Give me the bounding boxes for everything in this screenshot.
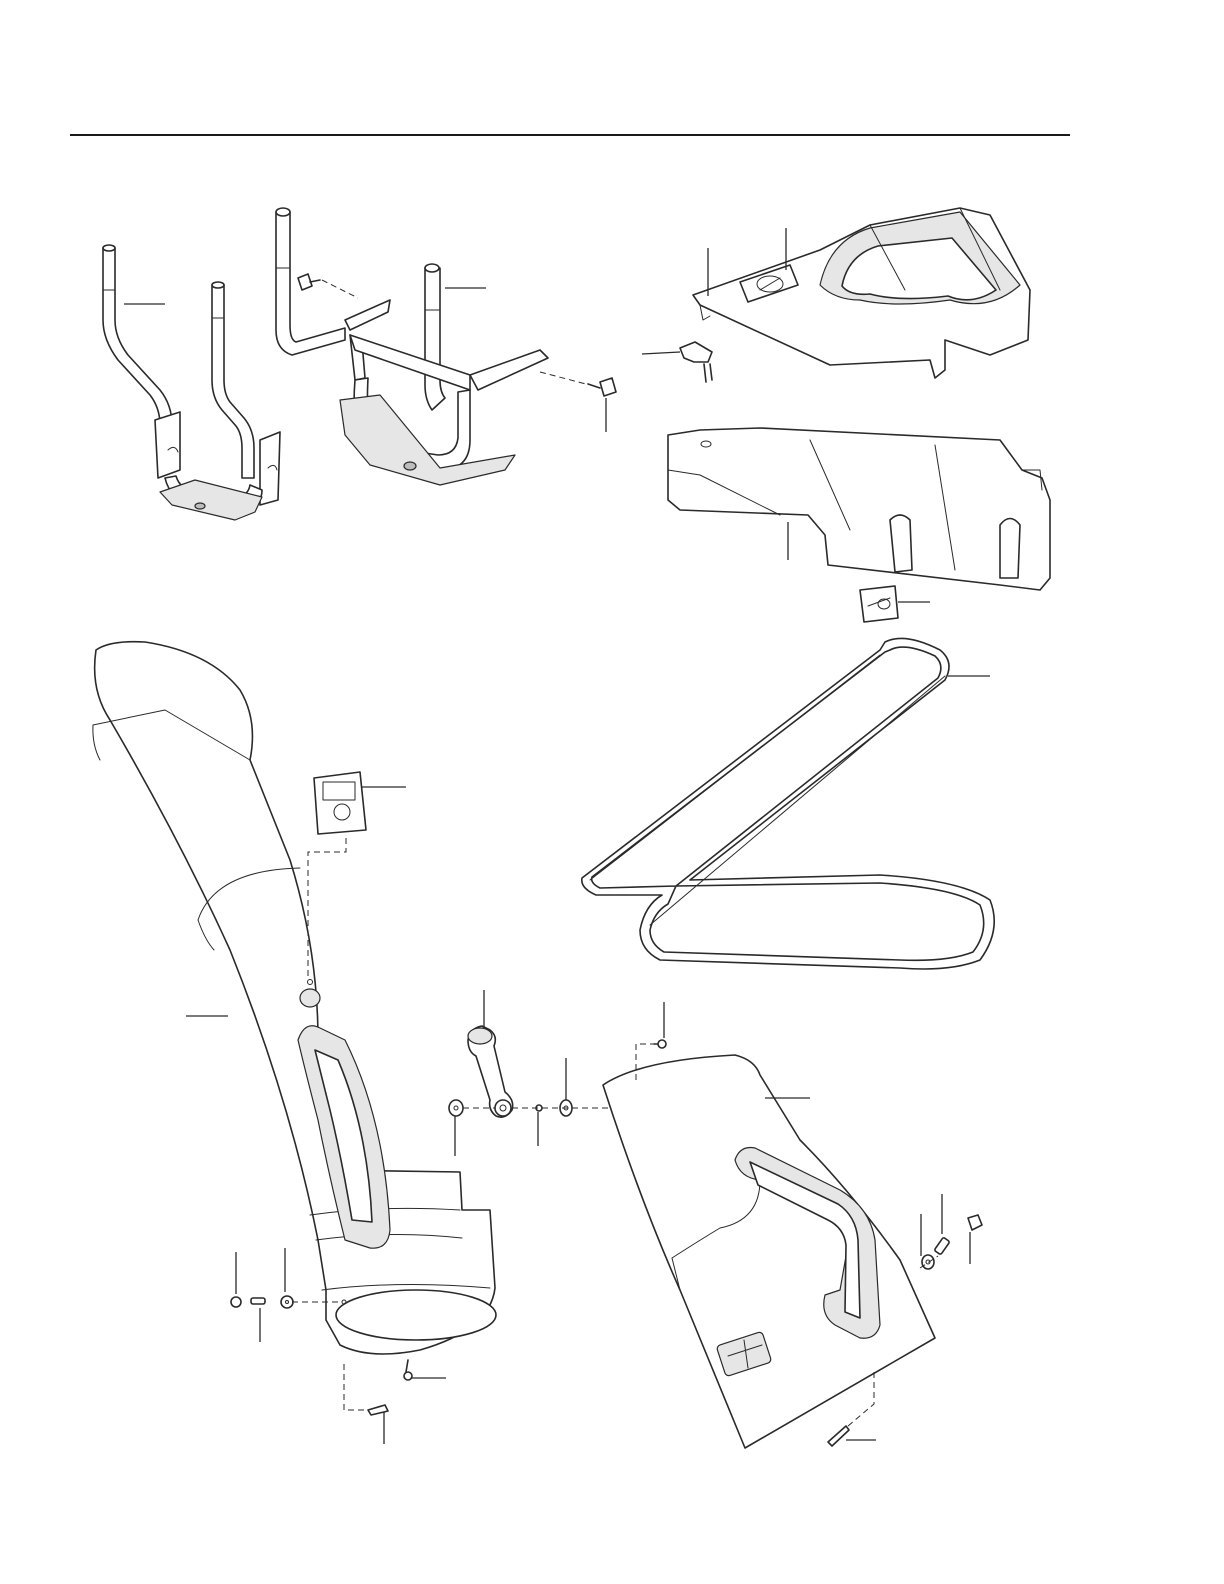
drive-belt [582, 638, 994, 969]
chute-decal [308, 772, 406, 978]
discharge-chute-upper [93, 642, 496, 1354]
handle-lower-left [103, 245, 280, 520]
belt-guard [668, 428, 1050, 590]
warning-decal [860, 586, 930, 622]
chute-deflector [603, 1002, 982, 1448]
belt-cover [693, 208, 1030, 378]
knob [642, 342, 712, 382]
chute-crank [449, 990, 624, 1156]
handle-upper-frame [276, 208, 616, 485]
